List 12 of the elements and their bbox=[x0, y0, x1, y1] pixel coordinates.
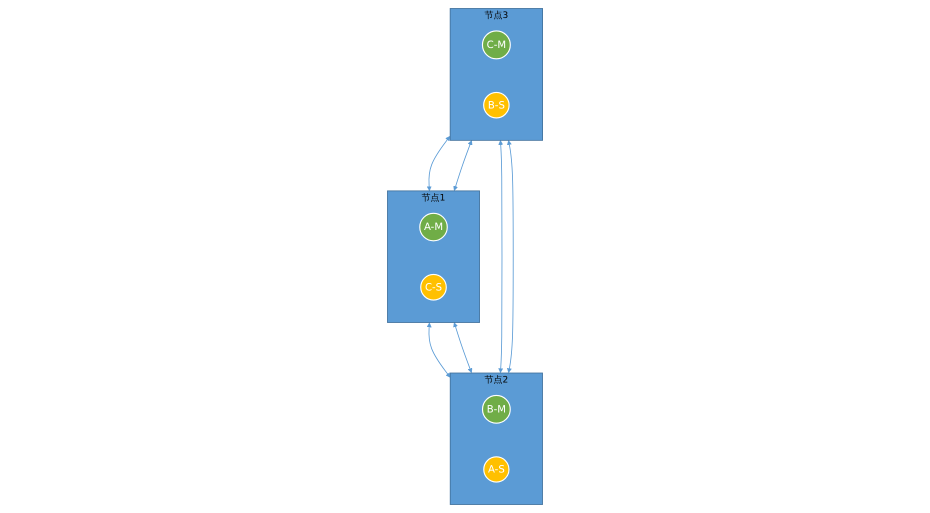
node-circle: C-M bbox=[482, 30, 511, 60]
node-circle: A-M bbox=[419, 212, 448, 242]
arrow bbox=[498, 140, 504, 374]
node-circle: C-S bbox=[420, 274, 447, 301]
arrow bbox=[453, 140, 472, 191]
arrow bbox=[506, 140, 514, 374]
node-circle: B-M bbox=[482, 394, 511, 424]
arrow bbox=[426, 136, 450, 192]
node-circle: A-S bbox=[483, 456, 510, 483]
arrow bbox=[453, 322, 472, 374]
node-circle: B-S bbox=[483, 92, 510, 118]
arrow bbox=[426, 322, 450, 378]
